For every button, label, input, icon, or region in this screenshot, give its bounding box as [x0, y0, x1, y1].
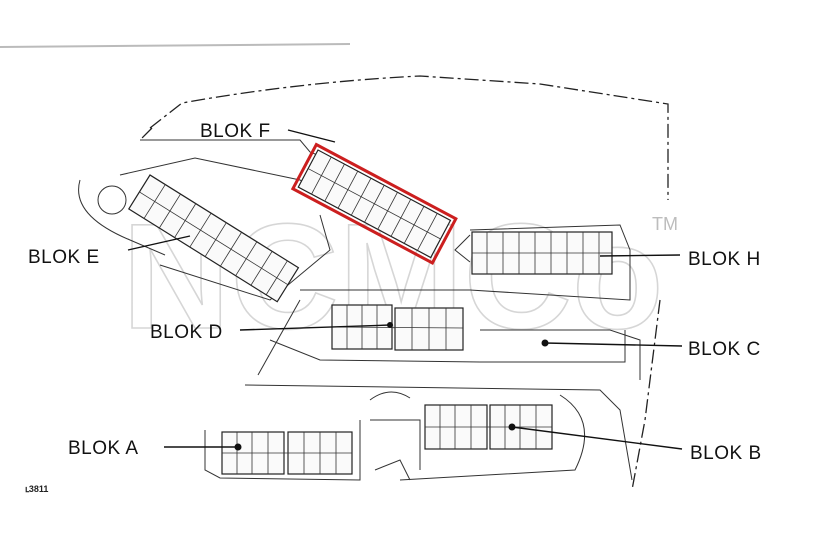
leader-dots — [234, 322, 549, 451]
building-blok-e — [127, 174, 300, 303]
label-blok-c: BLOK C — [688, 339, 761, 360]
top-scan-line — [0, 43, 351, 48]
label-blok-h: BLOK H — [688, 249, 761, 270]
building-blok-f — [290, 142, 458, 265]
leader-lines — [127, 129, 683, 450]
label-blok-e: BLOK E — [28, 247, 100, 268]
blok-f-highlight — [290, 142, 458, 265]
label-blok-a: BLOK A — [68, 438, 139, 459]
road-network — [78, 139, 641, 481]
label-blok-d: BLOK D — [150, 322, 223, 343]
building-blok-h — [471, 231, 613, 275]
site-boundary — [139, 75, 669, 491]
label-blok-b: BLOK B — [690, 443, 762, 464]
building-blok-a — [221, 431, 353, 475]
building-blok-b — [424, 404, 553, 450]
label-blok-f: BLOK F — [200, 121, 271, 142]
building-blok-d — [331, 304, 464, 351]
corner-note: ւ3811 — [25, 484, 48, 494]
watermark-tm: TM — [652, 214, 678, 234]
